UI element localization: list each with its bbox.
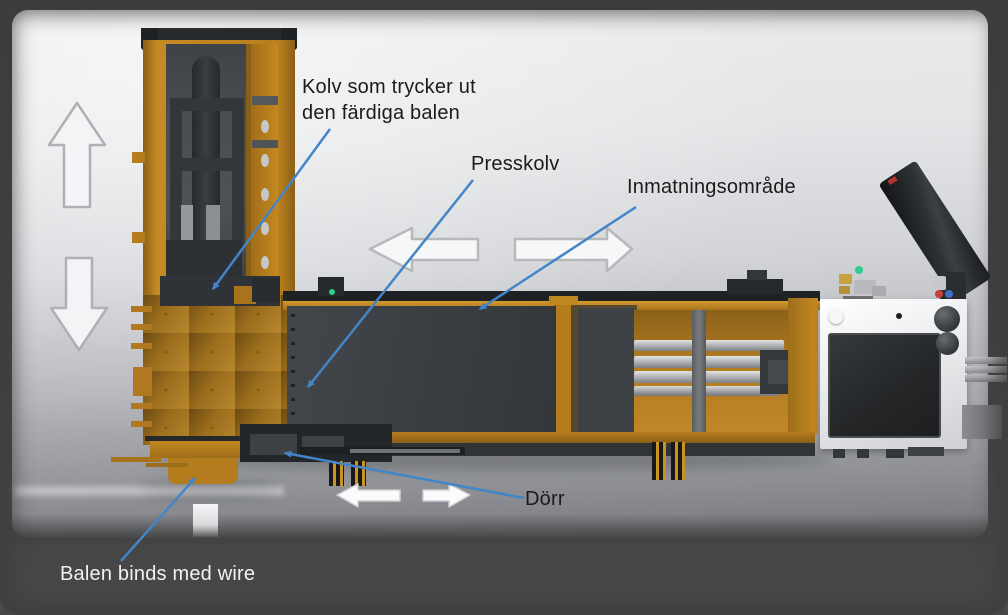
- ejector-frame-left: [170, 98, 182, 248]
- ejector-frame-top: [170, 98, 244, 111]
- junction-cap-dark: [252, 278, 280, 302]
- tower-wall-divider: [246, 44, 251, 298]
- label-infeed-area: Inmatningsområde: [627, 176, 796, 198]
- channel-divider-beam: [556, 300, 571, 435]
- striped-connector: [671, 442, 685, 480]
- leader-dorr: [283, 450, 525, 500]
- output-block: [962, 405, 1002, 439]
- red-indicator: [935, 290, 943, 298]
- tower-inner-wall: [250, 44, 278, 298]
- tower-wall-hole: [261, 154, 269, 167]
- green-indicator: [855, 266, 863, 274]
- hydraulic-crossbeam: [692, 310, 706, 432]
- channel-end-beam: [788, 298, 818, 434]
- bale-exit-pillar: [193, 504, 218, 538]
- electronics-block-tan: [839, 274, 852, 284]
- chamber-side-tab: [131, 421, 152, 427]
- ejector-frame-mid: [170, 158, 244, 171]
- output-rod: [965, 366, 1007, 373]
- label-press-piston: Presskolv: [471, 153, 560, 175]
- control-screen: [828, 333, 941, 438]
- monitor-hinge-silver: [934, 276, 946, 290]
- leader-balen: [120, 476, 196, 562]
- tower-wall-hole: [261, 188, 269, 201]
- label-wire-binding: Balen binds med wire: [60, 563, 256, 585]
- chamber-side-tab: [131, 324, 152, 330]
- label-ejector-piston: Kolv som trycker ut den färdiga balen: [302, 76, 476, 124]
- infeed-panel: [578, 308, 634, 432]
- tower-wall-hole: [261, 222, 269, 235]
- channel-divider-cap: [549, 296, 578, 305]
- striped-connector: [329, 461, 344, 486]
- chamber-side-tab: [131, 306, 152, 312]
- tower-shelf: [252, 140, 278, 148]
- hydraulic-rod: [634, 386, 780, 396]
- press-bolt-column: [291, 314, 295, 426]
- chamber-bottom-edge: [145, 436, 333, 441]
- hydraulic-rod: [634, 356, 786, 368]
- ejector-frame-right: [232, 98, 244, 248]
- wire-binder-skirt: [168, 458, 238, 484]
- cabinet-foot: [857, 449, 869, 458]
- ejector-down-arrow: [49, 256, 109, 352]
- leader-presskolv: [307, 179, 474, 389]
- chamber-side-tab: [131, 403, 152, 409]
- chamber-side-tab: [131, 343, 152, 349]
- tower-wall-hole: [261, 120, 269, 133]
- cabinet-foot: [833, 449, 845, 458]
- top-bracket-left: [318, 277, 344, 296]
- output-rod: [965, 375, 1007, 382]
- door-rail-rod: [350, 449, 460, 453]
- ejector-up-arrow: [47, 101, 107, 209]
- top-bracket-indicator: [329, 289, 335, 295]
- electronics-block-gray: [854, 280, 876, 294]
- cabinet-foot: [886, 449, 904, 458]
- cabinet-knob: [936, 332, 959, 355]
- floor-streak: [14, 486, 284, 496]
- channel-bottom-rail-orange: [283, 432, 815, 443]
- channel-top-rail-orange: [283, 301, 820, 310]
- blue-indicator: [945, 290, 953, 298]
- cabinet-knob: [934, 306, 960, 332]
- hydraulic-rod: [634, 340, 784, 351]
- chamber-side-block: [133, 367, 152, 396]
- cabinet-white-knob: [829, 310, 843, 324]
- ejector-slot: [181, 205, 193, 241]
- door-left-arrow: [336, 483, 401, 508]
- hydraulic-rod: [634, 371, 786, 383]
- tower-wall-hole: [261, 256, 269, 269]
- tower-side-tab: [132, 152, 145, 163]
- cabinet-dot: [896, 313, 902, 319]
- label-door: Dörr: [525, 488, 565, 510]
- tower-shelf: [252, 96, 278, 105]
- leader-kolv: [211, 128, 332, 291]
- press-chamber-box: [287, 306, 557, 432]
- electronics-block-gray: [872, 286, 886, 296]
- leader-inmatningsomrade: [478, 205, 637, 311]
- press-right-arrow: [513, 226, 634, 273]
- cabinet-under-strip: [908, 447, 944, 456]
- door-opening: [250, 434, 297, 455]
- output-rod: [965, 357, 1007, 364]
- top-bracket-right: [727, 279, 783, 294]
- ejector-slot: [206, 205, 220, 241]
- chamber-foot-bar: [146, 463, 188, 467]
- tower-side-tab: [132, 232, 145, 243]
- tower-shadow: [140, 482, 280, 498]
- press-left-arrow: [368, 226, 480, 273]
- electronics-block-tan: [839, 286, 850, 294]
- chamber-foot-bar: [111, 457, 161, 462]
- striped-connector: [652, 442, 666, 480]
- junction-cap-step: [234, 286, 256, 304]
- top-bracket-right-upper: [747, 270, 767, 280]
